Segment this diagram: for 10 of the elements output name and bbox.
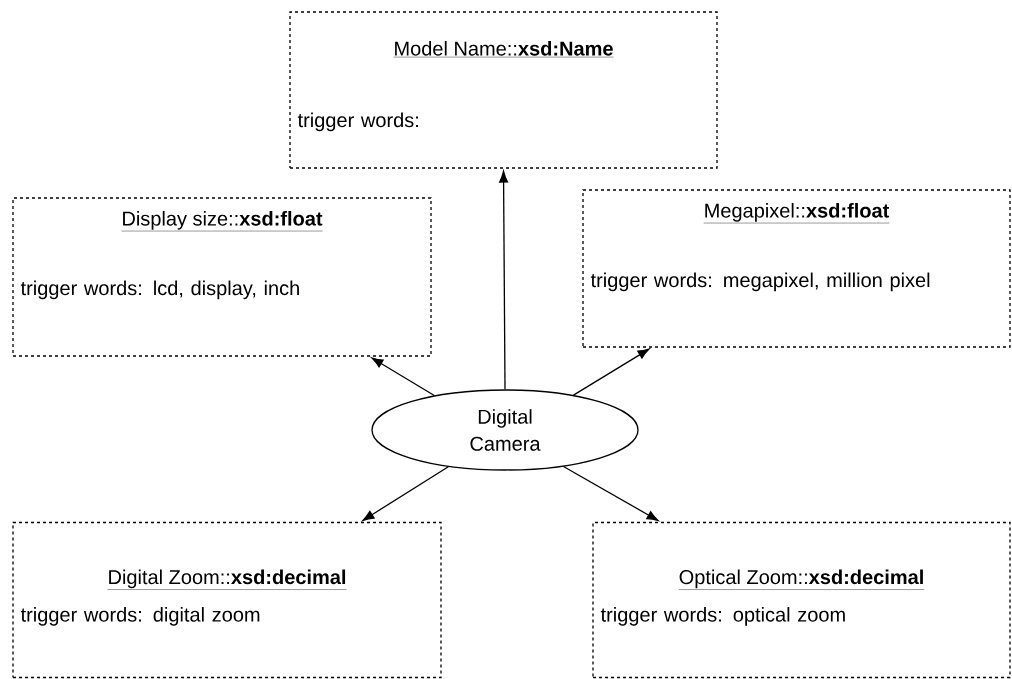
arrow (362, 466, 449, 521)
arrow (371, 357, 435, 397)
arrow (562, 465, 659, 522)
arrow (572, 348, 650, 396)
attribute-box: Digital Zoom::xsd:decimal trigger words: digital zoom (12, 521, 442, 679)
attribute-box: Display size::xsd:float trigger words: lcd, display, inch (12, 197, 432, 357)
attribute-box: Megapixel::xsd:float trigger words: megapixel, million pixel (582, 189, 1011, 348)
arrow (499, 170, 509, 390)
attribute-box: Optical Zoom::xsd:decimal trigger words: optical zoom (592, 521, 1011, 679)
attribute-box: Model Name::xsd:Name trigger words: (289, 11, 718, 169)
